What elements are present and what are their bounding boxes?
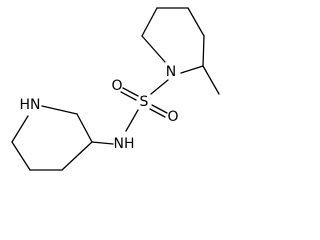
s-nh-bond [125, 109, 139, 132]
oxygen-bottom-label: O [167, 109, 178, 125]
ring2-bond-c4-c3 [61, 141, 93, 171]
methyl-bond [202, 65, 220, 95]
ring2-bond-c3-c2 [76, 113, 93, 143]
ring-nitrogen-label: N [166, 64, 176, 80]
s-o-top-double-bond-1 [122, 87, 139, 97]
ring2-bond-nh-c6 [11, 115, 29, 143]
s-o-bottom-double-bond-2 [151, 104, 168, 114]
piperidine-ring [11, 105, 114, 171]
ring-bond-top-right [187, 7, 205, 37]
sulfonyl-group [120, 79, 169, 132]
ring-bond-left [141, 7, 158, 37]
methylpiperidine-ring [141, 7, 220, 95]
oxygen-top-label: O [111, 78, 122, 94]
sulfur-label: S [140, 94, 149, 110]
ring2-bond-c2-nh [41, 105, 78, 115]
ring-bond-n-c6 [141, 35, 166, 63]
piperidine-nh-label: HN [20, 97, 41, 113]
chemical-structure-diagram: N S O O NH HN [11, 7, 220, 171]
nh-c3-bond [91, 141, 114, 145]
ring-bond-right [202, 35, 205, 67]
sulfonamide-nh-label: NH [114, 136, 135, 152]
ring-bond-c2-n [180, 65, 204, 74]
s-o-bottom-double-bond-1 [149, 108, 166, 118]
n-s-bond [150, 79, 169, 95]
ring2-bond-c6-c5 [11, 141, 31, 171]
s-o-top-double-bond-2 [120, 91, 137, 101]
